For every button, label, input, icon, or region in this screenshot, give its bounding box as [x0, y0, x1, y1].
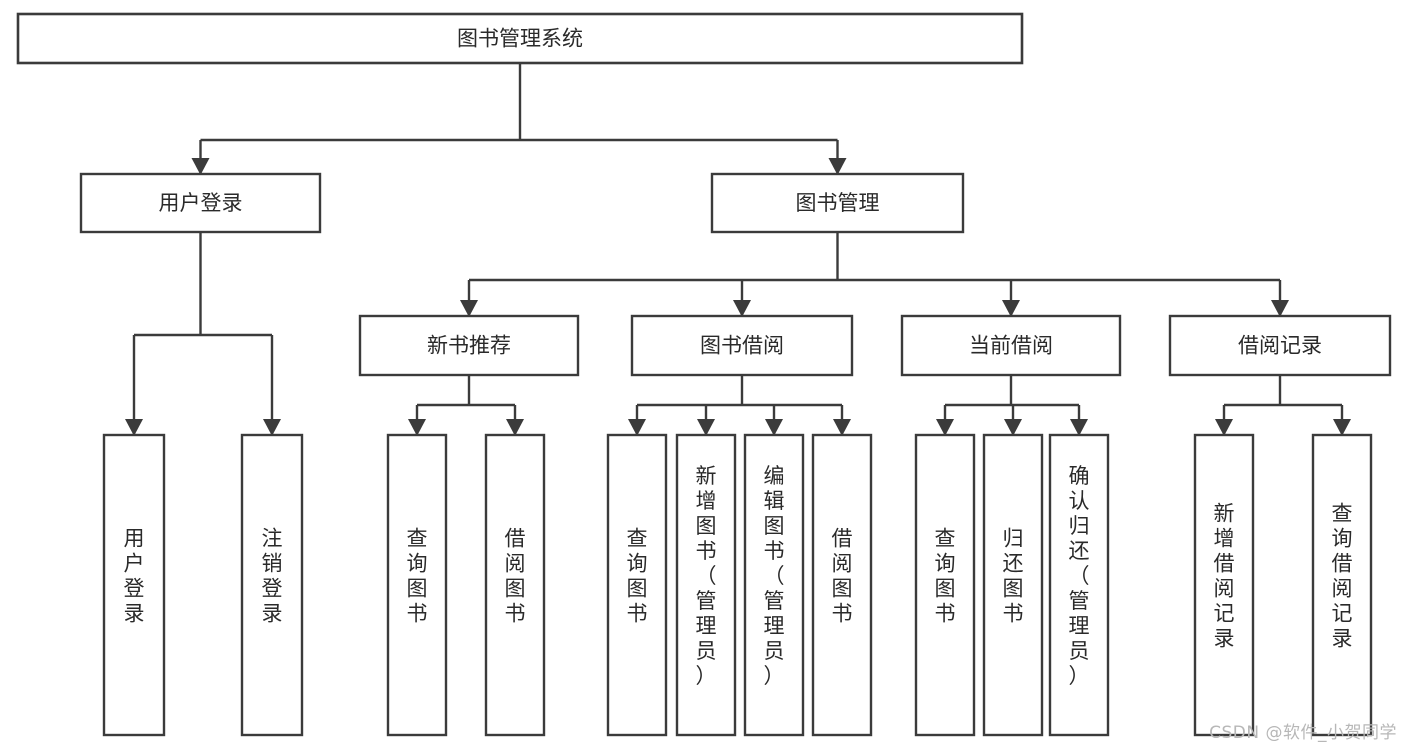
node-label-root: 图书管理系统 — [457, 27, 583, 51]
arrow-head-icon-leaf-add-borrow-record — [1215, 419, 1233, 436]
node-book-borrow[interactable]: 图书借阅 — [630, 314, 854, 377]
node-current-borrow[interactable]: 当前借阅 — [900, 314, 1122, 377]
node-leaf-query-book-2[interactable]: 查询图书 — [606, 433, 668, 737]
node-label-user-login: 用户登录 — [159, 191, 243, 215]
node-box-leaf-borrow-book-2[interactable] — [811, 433, 873, 737]
node-box-leaf-query-borrow-record[interactable] — [1311, 433, 1373, 737]
node-box-leaf-edit-book[interactable] — [743, 433, 805, 737]
arrow-head-icon-new-book-recommend — [460, 300, 478, 317]
node-label-borrow-record: 借阅记录 — [1238, 334, 1322, 358]
node-box-leaf-query-book-1[interactable] — [386, 433, 448, 737]
node-label-leaf-add-borrow-record: 新增借阅记录 — [1214, 502, 1235, 651]
node-layer: 图书管理系统用户登录图书管理新书推荐图书借阅当前借阅借阅记录用户登录注销登录查询… — [16, 12, 1392, 737]
node-leaf-edit-book[interactable]: 编辑图书（管理员） — [743, 433, 805, 737]
node-borrow-record[interactable]: 借阅记录 — [1168, 314, 1392, 377]
node-box-root[interactable] — [16, 12, 1024, 65]
node-box-book-manage[interactable] — [710, 172, 965, 234]
node-box-leaf-query-book-2[interactable] — [606, 433, 668, 737]
node-label-book-manage: 图书管理 — [796, 191, 880, 215]
node-label-leaf-user-logout: 注销登录 — [262, 527, 283, 626]
node-leaf-borrow-book-1[interactable]: 借阅图书 — [484, 433, 546, 737]
arrow-head-icon-leaf-edit-book — [765, 419, 783, 436]
node-label-book-borrow: 图书借阅 — [700, 334, 784, 358]
node-root[interactable]: 图书管理系统 — [16, 12, 1024, 65]
node-box-leaf-add-borrow-record[interactable] — [1193, 433, 1255, 737]
arrow-head-icon-leaf-query-book-1 — [408, 419, 426, 436]
node-book-manage[interactable]: 图书管理 — [710, 172, 965, 234]
arrow-head-icon-leaf-add-book — [697, 419, 715, 436]
node-label-leaf-borrow-book-1: 借阅图书 — [505, 527, 526, 626]
node-label-leaf-confirm-return: 确认归还（管理员） — [1069, 464, 1090, 688]
node-label-leaf-query-book-1: 查询图书 — [407, 527, 428, 626]
node-box-leaf-borrow-book-1[interactable] — [484, 433, 546, 737]
arrow-head-icon-leaf-query-borrow-record — [1333, 419, 1351, 436]
node-label-leaf-return-book: 归还图书 — [1003, 527, 1024, 626]
node-label-leaf-query-book-2: 查询图书 — [627, 527, 648, 626]
node-box-leaf-user-logout[interactable] — [240, 433, 304, 737]
watermark-text: CSDN @软件_小贺同学 — [1209, 723, 1397, 743]
edge-layer — [125, 63, 1351, 436]
arrow-head-icon-book-manage — [828, 158, 847, 175]
node-leaf-query-book-1[interactable]: 查询图书 — [386, 433, 448, 737]
node-label-leaf-add-book: 新增图书（管理员） — [696, 464, 717, 688]
node-leaf-add-book[interactable]: 新增图书（管理员） — [675, 433, 737, 737]
node-label-leaf-borrow-book-2: 借阅图书 — [832, 527, 853, 626]
arrow-head-icon-book-borrow — [733, 300, 751, 317]
node-box-user-login[interactable] — [79, 172, 322, 234]
node-leaf-return-book[interactable]: 归还图书 — [982, 433, 1044, 737]
node-box-current-borrow[interactable] — [900, 314, 1122, 377]
arrow-head-icon-leaf-user-login — [125, 419, 143, 436]
arrow-head-icon-leaf-query-book-2 — [628, 419, 646, 436]
node-box-new-book-recommend[interactable] — [358, 314, 580, 377]
node-leaf-query-book-3[interactable]: 查询图书 — [914, 433, 976, 737]
arrow-head-icon-user-login — [191, 158, 210, 175]
node-label-new-book-recommend: 新书推荐 — [427, 334, 511, 358]
arrow-head-icon-leaf-confirm-return — [1070, 419, 1088, 436]
node-label-leaf-query-book-3: 查询图书 — [935, 527, 956, 626]
node-box-leaf-query-book-3[interactable] — [914, 433, 976, 737]
node-user-login[interactable]: 用户登录 — [79, 172, 322, 234]
node-box-borrow-record[interactable] — [1168, 314, 1392, 377]
arrow-head-icon-borrow-record — [1271, 300, 1289, 317]
node-label-leaf-query-borrow-record: 查询借阅记录 — [1332, 502, 1353, 651]
node-leaf-user-logout[interactable]: 注销登录 — [240, 433, 304, 737]
arrow-head-icon-leaf-query-book-3 — [936, 419, 954, 436]
node-leaf-user-login[interactable]: 用户登录 — [102, 433, 166, 737]
node-box-leaf-confirm-return[interactable] — [1048, 433, 1110, 737]
node-leaf-query-borrow-record[interactable]: 查询借阅记录 — [1311, 433, 1373, 737]
arrow-head-icon-leaf-return-book — [1004, 419, 1022, 436]
node-box-leaf-user-login[interactable] — [102, 433, 166, 737]
node-new-book-recommend[interactable]: 新书推荐 — [358, 314, 580, 377]
node-box-leaf-add-book[interactable] — [675, 433, 737, 737]
arrow-head-icon-leaf-borrow-book-1 — [506, 419, 524, 436]
arrow-head-icon-current-borrow — [1002, 300, 1020, 317]
arrow-head-icon-leaf-user-logout — [263, 419, 281, 436]
node-label-leaf-edit-book: 编辑图书（管理员） — [764, 464, 785, 688]
node-leaf-borrow-book-2[interactable]: 借阅图书 — [811, 433, 873, 737]
node-leaf-confirm-return[interactable]: 确认归还（管理员） — [1048, 433, 1110, 737]
node-label-current-borrow: 当前借阅 — [969, 334, 1053, 358]
node-box-leaf-return-book[interactable] — [982, 433, 1044, 737]
node-label-leaf-user-login: 用户登录 — [124, 527, 145, 626]
node-leaf-add-borrow-record[interactable]: 新增借阅记录 — [1193, 433, 1255, 737]
arrow-head-icon-leaf-borrow-book-2 — [833, 419, 851, 436]
node-box-book-borrow[interactable] — [630, 314, 854, 377]
